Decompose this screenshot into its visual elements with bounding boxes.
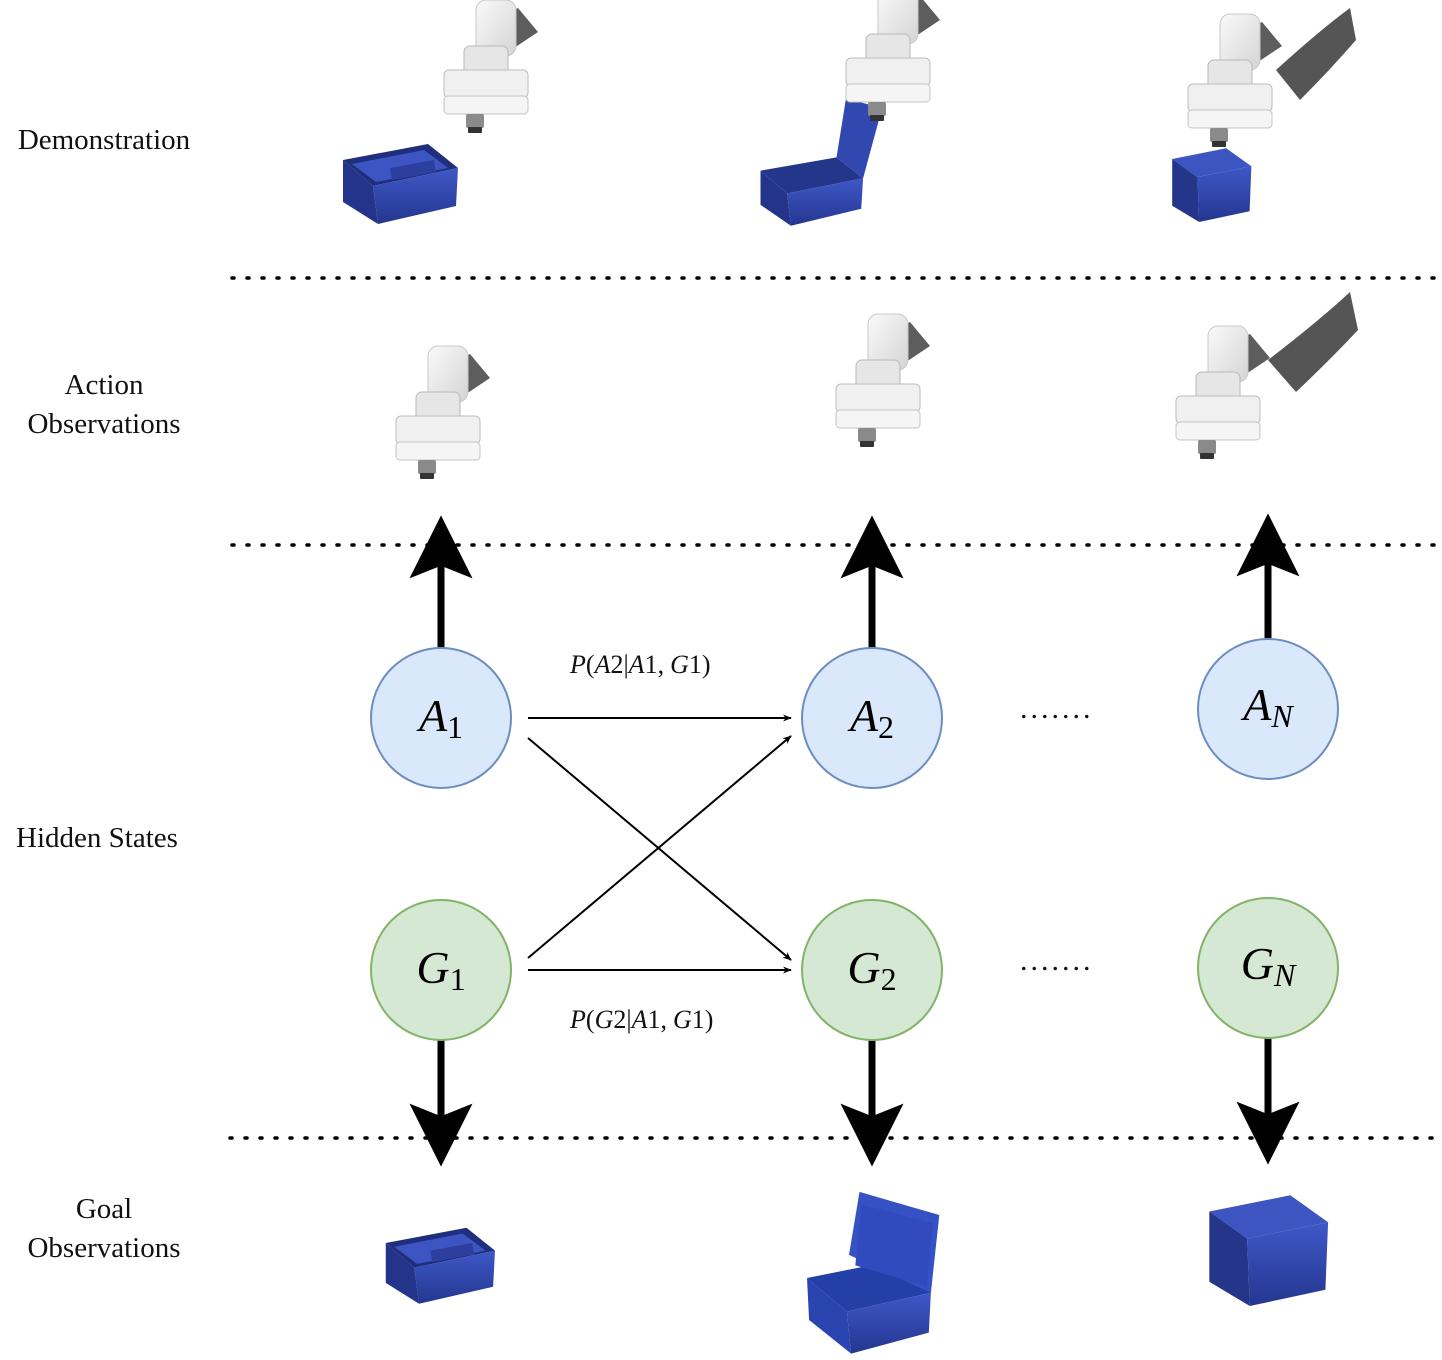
svg-text:A2: A2	[847, 690, 894, 745]
ellipsis-goal: .......	[1020, 944, 1094, 977]
svg-text:G2: G2	[847, 942, 896, 997]
transition-label-action: P(A2|A1,G1)	[569, 650, 711, 679]
transition-arrow-g1-a2	[527, 735, 792, 959]
goal-observation-image-2	[807, 1191, 940, 1354]
action-observation-image-3	[1175, 292, 1358, 460]
demonstration-image-3	[1172, 8, 1356, 222]
node-g1: G1	[370, 899, 512, 1041]
transition-arrow-a1-g2	[527, 737, 792, 961]
label-action-observations: Action Observations	[27, 369, 181, 440]
transition-label-goal: P(G2|A1,G1)	[569, 1005, 713, 1034]
svg-text:G1: G1	[416, 942, 465, 997]
goal-observation-image-3	[1209, 1195, 1329, 1306]
node-a1: A1	[370, 647, 512, 789]
svg-text:A1: A1	[416, 690, 463, 745]
demonstration-image-2	[760, 0, 941, 226]
goal-observation-image-1	[385, 1227, 495, 1304]
node-gn: GN	[1197, 897, 1339, 1039]
ellipsis-action: .......	[1020, 692, 1094, 725]
node-an: AN	[1197, 638, 1339, 780]
label-hidden-states: Hidden States	[16, 822, 178, 854]
label-goal-observations: Goal Observations	[27, 1193, 181, 1264]
demonstration-image-1	[343, 0, 539, 224]
svg-text:AN: AN	[1240, 679, 1294, 734]
node-g2: G2	[801, 899, 943, 1041]
label-demonstration: Demonstration	[17, 124, 191, 156]
action-observation-image-1	[395, 345, 491, 480]
svg-text:GN: GN	[1241, 938, 1297, 993]
action-observation-image-2	[835, 313, 931, 448]
node-a2: A2	[801, 647, 943, 789]
